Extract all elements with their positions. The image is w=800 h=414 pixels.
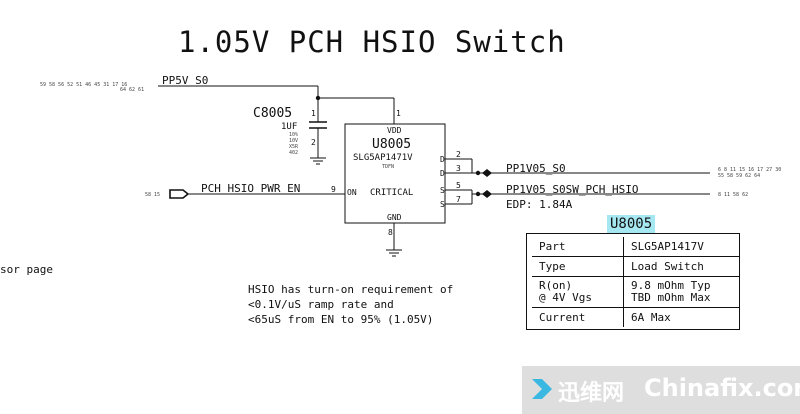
ic-refdes: U8005 xyxy=(372,137,411,152)
pp1v05-s0sw-sheet-refs: 8 11 58 62 xyxy=(718,192,748,198)
pin5-number: 5 xyxy=(456,181,461,190)
ic-s-label-1: S xyxy=(440,186,445,195)
table-row: Type Load Switch xyxy=(532,256,739,277)
pp1v05-s0-sheet-refs: 6 8 11 15 16 17 27 30 xyxy=(718,167,781,173)
spec-value-ron: 9.8 mOhm Typ TBD mOhm Max xyxy=(623,276,739,308)
spec-table-title: U8005 xyxy=(607,215,656,233)
ic-ground-symbol xyxy=(386,249,402,257)
watermark-cn-text: 迅维网 xyxy=(558,381,625,406)
page-title: 1.05V PCH HSIO Switch xyxy=(178,25,566,59)
cap-spec-dielectric: X5R xyxy=(289,144,299,150)
ic-s-label-2: S xyxy=(440,200,445,209)
page-reference-fragment: sor page xyxy=(0,263,53,276)
junction-dot xyxy=(475,191,481,197)
on-pin-number: 9 xyxy=(331,185,336,194)
ic-d-label-1: D xyxy=(440,155,445,164)
cap-ground-symbol xyxy=(310,157,326,165)
net-flag-diamond xyxy=(482,190,492,198)
spec-value-current: 6A Max xyxy=(631,310,671,324)
cap-pin-2: 2 xyxy=(311,138,316,147)
ic-vdd-label: VDD xyxy=(387,126,402,135)
spec-key-ron-line1: R(on) xyxy=(539,279,573,292)
pin7-number: 7 xyxy=(456,195,461,204)
net-pp1v05-s0: PP1V05_S0 xyxy=(506,162,566,175)
cap-refdes: C8005 xyxy=(253,106,292,121)
spec-value-part: SLG5AP1417V xyxy=(623,237,739,257)
spec-value-ron-typ: 9.8 mOhm Typ xyxy=(631,279,711,292)
cap-spec-size: 402 xyxy=(289,150,298,156)
net-flag-diamond xyxy=(482,169,492,177)
ic-package: TDFN xyxy=(382,164,394,170)
pp5v-sheet-refs: 59 58 56 52 51 46 45 31 17 16 xyxy=(40,82,127,88)
pin3-number: 3 xyxy=(456,164,461,173)
spec-value-type: Load Switch xyxy=(623,256,739,277)
table-row: Current 6A Max xyxy=(532,307,739,327)
edp-current: EDP: 1.84A xyxy=(506,198,573,211)
hsio-note: HSIO has turn-on requirement of <0.1V/uS… xyxy=(248,283,454,326)
net-pp1v05-s0sw-pch-hsio: PP1V05_S0SW_PCH_HSIO xyxy=(506,183,638,196)
spec-key-type: Type xyxy=(532,256,624,277)
pp1v05-s0-sheet-refs-2: 55 58 59 62 64 xyxy=(718,173,760,179)
net-pch-hsio-pwr-en: PCH_HSIO_PWR_EN xyxy=(201,182,300,195)
spec-table-grid: Part SLG5AP1417V Type Load Switch R(on) … xyxy=(532,237,739,327)
cap-value: 1UF xyxy=(281,122,297,132)
pin2-number: 2 xyxy=(456,150,461,159)
gnd-pin-number: 8 xyxy=(388,228,393,237)
pp5v-sheet-refs-2: 64 62 61 xyxy=(120,87,144,93)
spec-value-ron-max: TBD mOhm Max xyxy=(631,291,711,304)
table-row: Part SLG5AP1417V xyxy=(532,237,739,257)
spec-key-ron: R(on) @ 4V Vgs xyxy=(532,276,624,308)
cap-pin-1: 1 xyxy=(311,109,316,118)
cap-spec-tolerance: 10% xyxy=(289,132,298,138)
spec-key-current: Current xyxy=(532,307,624,327)
input-port-flag xyxy=(169,189,190,199)
cap-spec-voltage: 10V xyxy=(289,138,298,144)
spec-table: Part SLG5AP1417V Type Load Switch R(on) … xyxy=(526,233,740,330)
watermark-banner: 迅维网 Chinafix.com xyxy=(522,366,800,414)
vdd-pin-number: 1 xyxy=(396,109,401,118)
table-row: R(on) @ 4V Vgs 9.8 mOhm Typ TBD mOhm Max xyxy=(532,276,739,308)
net-pp5v-s0: PP5V_S0 xyxy=(162,74,208,87)
ic-critical-label: CRITICAL xyxy=(370,188,413,198)
junction-dot xyxy=(475,170,481,176)
spec-key-ron-line2: @ 4V Vgs xyxy=(539,291,592,304)
ic-d-label-2: D xyxy=(440,169,445,178)
watermark-en-text: Chinafix.com xyxy=(644,374,800,402)
en-sheet-refs: 58 15 xyxy=(145,192,160,198)
chevron-logo-icon xyxy=(532,379,552,399)
ic-on-label: ON xyxy=(347,188,357,197)
spec-key-part: Part xyxy=(532,237,624,257)
ic-part-number: SLG5AP1471V xyxy=(353,153,413,163)
ic-gnd-label: GND xyxy=(387,213,402,222)
